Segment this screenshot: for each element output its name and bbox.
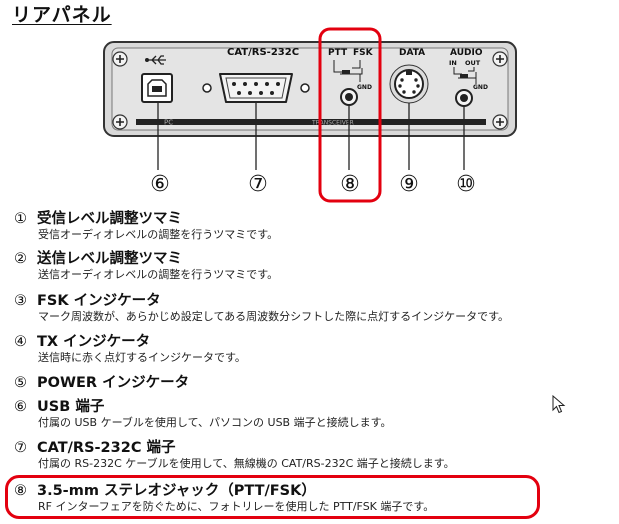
screw-icon — [492, 51, 508, 67]
highlight-item-8 — [5, 475, 540, 519]
list-item: ① 受信レベル調整ツマミ 受信オーディオレベルの調整を行うツマミです。 — [14, 210, 614, 242]
item-description: 送信時に赤く点灯するインジケータです。 — [38, 351, 246, 364]
item-title: USB 端子 — [37, 399, 105, 415]
fsk-label: FSK — [353, 48, 374, 58]
audio-jack — [455, 89, 473, 107]
highlight-ptt-fsk — [318, 27, 382, 203]
item-number: ⑧ — [14, 483, 27, 499]
data-label: DATA — [399, 48, 425, 58]
rear-panel-diagram: PC TRANSCEIVER CAT/RS-232C — [103, 27, 517, 203]
strip-label-transceiver: TRANSCEIVER — [311, 120, 354, 127]
audio-out-label: OUT — [465, 59, 481, 67]
item-number: ⑤ — [14, 375, 27, 391]
item-number: ⑦ — [14, 440, 27, 456]
screw-icon — [112, 114, 128, 130]
ptt-gnd-label: GND — [357, 84, 372, 91]
item-title: TX インジケータ — [37, 334, 151, 350]
page-title: リアパネル — [12, 4, 112, 26]
jack-pinout-icon — [453, 67, 477, 84]
callout-9: ⑨ — [399, 172, 419, 197]
item-number: ⑥ — [14, 399, 27, 415]
callout-8: ⑧ — [340, 172, 360, 197]
ptt-label: PTT — [328, 48, 348, 58]
audio-label: AUDIO — [450, 48, 483, 58]
item-number: ① — [14, 211, 27, 227]
db9-connector — [202, 73, 310, 103]
item-title: CAT/RS-232C 端子 — [37, 440, 176, 456]
callout-7: ⑦ — [248, 172, 268, 197]
list-item: ⑦ CAT/RS-232C 端子 付属の RS-232C ケーブルを使用して、無線… — [14, 439, 614, 471]
usb-icon — [145, 55, 166, 65]
item-title: 送信レベル調整ツマミ — [37, 251, 182, 267]
list-item: ② 送信レベル調整ツマミ 送信オーディオレベルの調整を行うツマミです。 — [14, 250, 614, 282]
item-description: マーク周波数が、あらかじめ設定してある周波数分シフトした際に点灯するインジケータ… — [38, 310, 510, 323]
item-title: 3.5-mm ステレオジャック（PTT/FSK） — [37, 483, 316, 499]
item-title: FSK インジケータ — [37, 293, 161, 309]
ptt-fsk-jack — [340, 88, 358, 106]
list-item: ⑥ USB 端子 付属の USB ケーブルを使用して、パソコンの USB 端子と接… — [14, 398, 614, 430]
callout-10: ⑩ — [456, 172, 476, 197]
screw-icon — [112, 51, 128, 67]
item-description: 受信オーディオレベルの調整を行うツマミです。 — [38, 228, 279, 241]
item-title: 受信レベル調整ツマミ — [37, 211, 182, 227]
list-item: ⑧ 3.5-mm ステレオジャック（PTT/FSK） RF インターフェアを防ぐた… — [14, 482, 614, 514]
mini-din-connector — [389, 64, 429, 104]
item-number: ③ — [14, 293, 27, 309]
callout-6: ⑥ — [150, 172, 170, 197]
item-number: ④ — [14, 334, 27, 350]
mouse-cursor-icon — [552, 395, 566, 414]
item-description: 付属の USB ケーブルを使用して、パソコンの USB 端子と接続します。 — [38, 416, 392, 429]
cat-label: CAT/RS-232C — [227, 47, 299, 58]
screw-icon — [492, 114, 508, 130]
list-item: ③ FSK インジケータ マーク周波数が、あらかじめ設定してある周波数分シフトした… — [14, 292, 614, 324]
item-title: POWER インジケータ — [37, 375, 190, 391]
usb-port — [141, 73, 173, 103]
item-description: 送信オーディオレベルの調整を行うツマミです。 — [38, 268, 279, 281]
item-description: 付属の RS-232C ケーブルを使用して、無線機の CAT/RS-232C 端… — [38, 457, 455, 470]
list-item: ⑤ POWER インジケータ — [14, 374, 614, 392]
list-item: ④ TX インジケータ 送信時に赤く点灯するインジケータです。 — [14, 333, 614, 365]
audio-gnd-label: GND — [473, 84, 488, 91]
strip-label-pc: PC — [164, 119, 173, 127]
item-description: RF インターフェアを防ぐために、フォトリレーを使用した PTT/FSK 端子で… — [38, 500, 435, 513]
jack-pinout-icon — [333, 60, 363, 82]
item-number: ② — [14, 251, 27, 267]
audio-in-label: IN — [449, 59, 457, 67]
